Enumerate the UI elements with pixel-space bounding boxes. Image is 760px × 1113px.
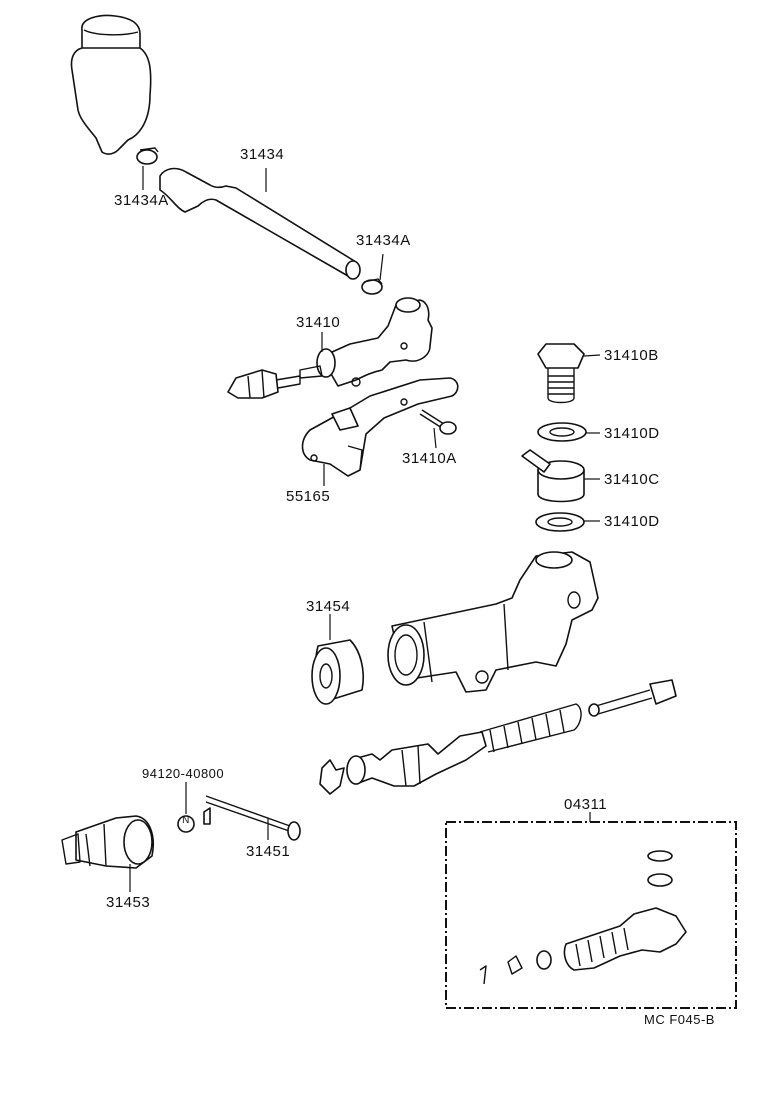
label-31410c: 31410C (604, 471, 660, 488)
hose-clamp-upper (136, 147, 159, 165)
bracket-bolt (419, 409, 457, 435)
push-rod-clevis (61, 815, 154, 869)
label-31451: 31451 (246, 843, 291, 860)
label-94120-40800: 94120-40800 (142, 766, 225, 781)
hose-clamp-lower (361, 278, 383, 295)
label-31454: 31454 (306, 598, 351, 615)
inlet-union (521, 449, 585, 503)
piston-spring-assembly (319, 703, 582, 795)
label-31434: 31434 (240, 146, 285, 163)
clutch-master-cylinder-assembly (227, 297, 433, 399)
label-04311: 04311 (564, 796, 608, 813)
label-31453: 31453 (106, 894, 151, 911)
label-31410a: 31410A (402, 450, 457, 467)
push-rod-right (588, 679, 677, 717)
repair-kit-box (445, 821, 737, 1009)
leader-lines (129, 166, 601, 892)
inlet-plug-bolt (537, 343, 585, 404)
mounting-bracket (301, 377, 459, 477)
lock-nut-n (177, 815, 195, 833)
footer-code: MC F045-B (644, 1012, 715, 1027)
label-55165: 55165 (286, 488, 331, 505)
label-31434a-mid: 31434A (356, 232, 411, 249)
label-31410b: 31410B (604, 347, 659, 364)
reservoir-tank (70, 14, 152, 155)
cylinder-body (387, 551, 599, 693)
push-rod (203, 795, 301, 841)
label-31410d-upper: 31410D (604, 425, 660, 442)
label-31410d-lower: 31410D (604, 513, 660, 530)
label-31434a-top: 31434A (114, 192, 169, 209)
gasket-upper (537, 422, 587, 442)
n-marker-label: N (182, 815, 190, 826)
reservoir-hose (159, 167, 361, 280)
gasket-lower (535, 512, 585, 532)
label-31410: 31410 (296, 314, 341, 331)
dust-boot (311, 639, 365, 705)
